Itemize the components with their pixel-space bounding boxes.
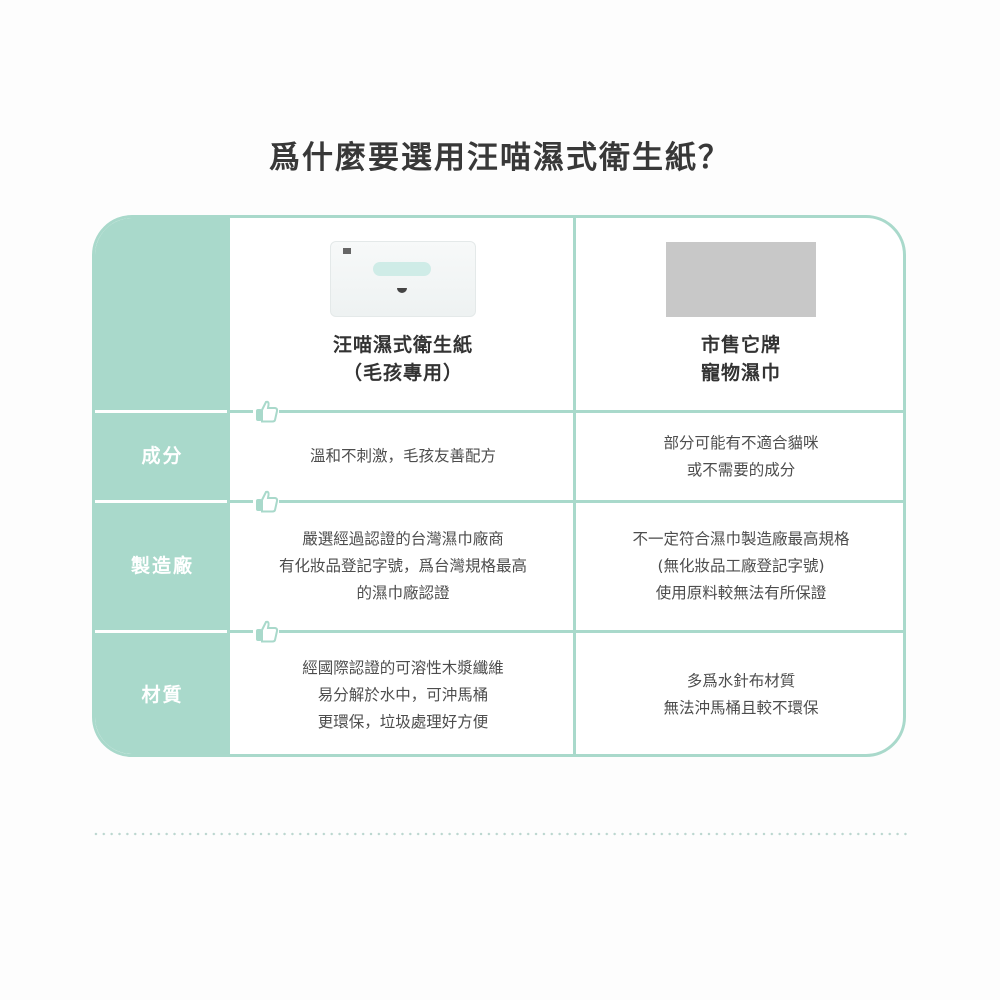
cell-text-line: 不一定符合濕巾製造廠最高規格 [632,530,850,548]
cell-text-line: 有化妝品登記字號，爲台灣規格最高 [278,557,527,575]
label-column [95,218,230,754]
label-divider [95,410,227,413]
cell-text-line: 多爲水針布材質 [686,672,796,690]
cell-text-line: 溫和不刺激，毛孩友善配方 [309,447,496,465]
row-divider [230,630,903,633]
row-label-ingredients: 成分 [141,445,184,467]
cell-text-line: 或不需要的成分 [686,460,796,479]
row-label-manufacturer: 製造廠 [130,555,194,577]
thumbs-up-icon [253,619,279,643]
wet-wipes-package-image [330,241,476,317]
product-name: 汪喵濕式衛生紙 [332,334,473,356]
brand-logo-icon [343,248,351,254]
thumbs-up-icon [253,489,279,513]
thumbs-up-icon [253,399,279,423]
label-divider [95,630,227,633]
cell-text-line: 經國際認證的可溶性木漿纖維 [302,658,504,677]
cell-text-line: 無法沖馬桶且較不環保 [663,699,819,717]
cell-text-line: 部分可能有不適合貓咪 [663,433,819,452]
competitor-name: 市售它牌 [700,333,781,356]
cell-ingredients-other: 部分可能有不適合貓咪 或不需要的成分 [576,413,903,500]
package-notch [397,288,407,293]
cell-text-line: (無化妝品工廠登記字號) [657,557,825,575]
cell-text-line: 嚴選經過認證的台灣濕巾廠商 [302,530,504,548]
label-divider [95,500,227,503]
row-divider [230,410,903,413]
column-divider [573,218,576,754]
header-cell-our-product: 汪喵濕式衛生紙 （毛孩專用） [233,218,573,410]
dotted-separator [92,832,908,836]
cell-material-ours: 經國際認證的可溶性木漿纖維 易分解於水中，可沖馬桶 更環保，垃圾處理好方便 [233,633,573,754]
cell-ingredients-ours: 溫和不刺激，毛孩友善配方 [233,413,573,500]
cell-text-line: 使用原料較無法有所保證 [655,584,827,602]
competitor-subtitle: 寵物濕巾 [700,361,781,384]
row-label-material: 材質 [141,684,184,706]
cell-manufacturer-other: 不一定符合濕巾製造廠最高規格 (無化妝品工廠登記字號) 使用原料較無法有所保證 [576,503,903,630]
cell-manufacturer-ours: 嚴選經過認證的台灣濕巾廠商 有化妝品登記字號，爲台灣規格最高 的濕巾廠認證 [233,503,573,630]
comparison-table: 汪喵濕式衛生紙 （毛孩專用） 市售它牌 寵物濕巾 成分 溫和不刺激，毛孩友善配方… [92,215,906,757]
package-label-band [373,262,431,276]
cell-material-other: 多爲水針布材質 無法沖馬桶且較不環保 [576,633,903,754]
cell-text-line: 更環保，垃圾處理好方便 [317,712,489,731]
header-cell-other-brand: 市售它牌 寵物濕巾 [576,218,903,410]
product-subtitle: （毛孩專用） [342,362,463,384]
cell-text-line: 的濕巾廠認證 [356,584,450,602]
page-title: 爲什麼要選用汪喵濕式衛生紙？ [269,140,731,176]
cell-text-line: 易分解於水中，可沖馬桶 [317,685,489,704]
gray-placeholder-image [666,241,816,317]
row-divider [230,500,903,503]
